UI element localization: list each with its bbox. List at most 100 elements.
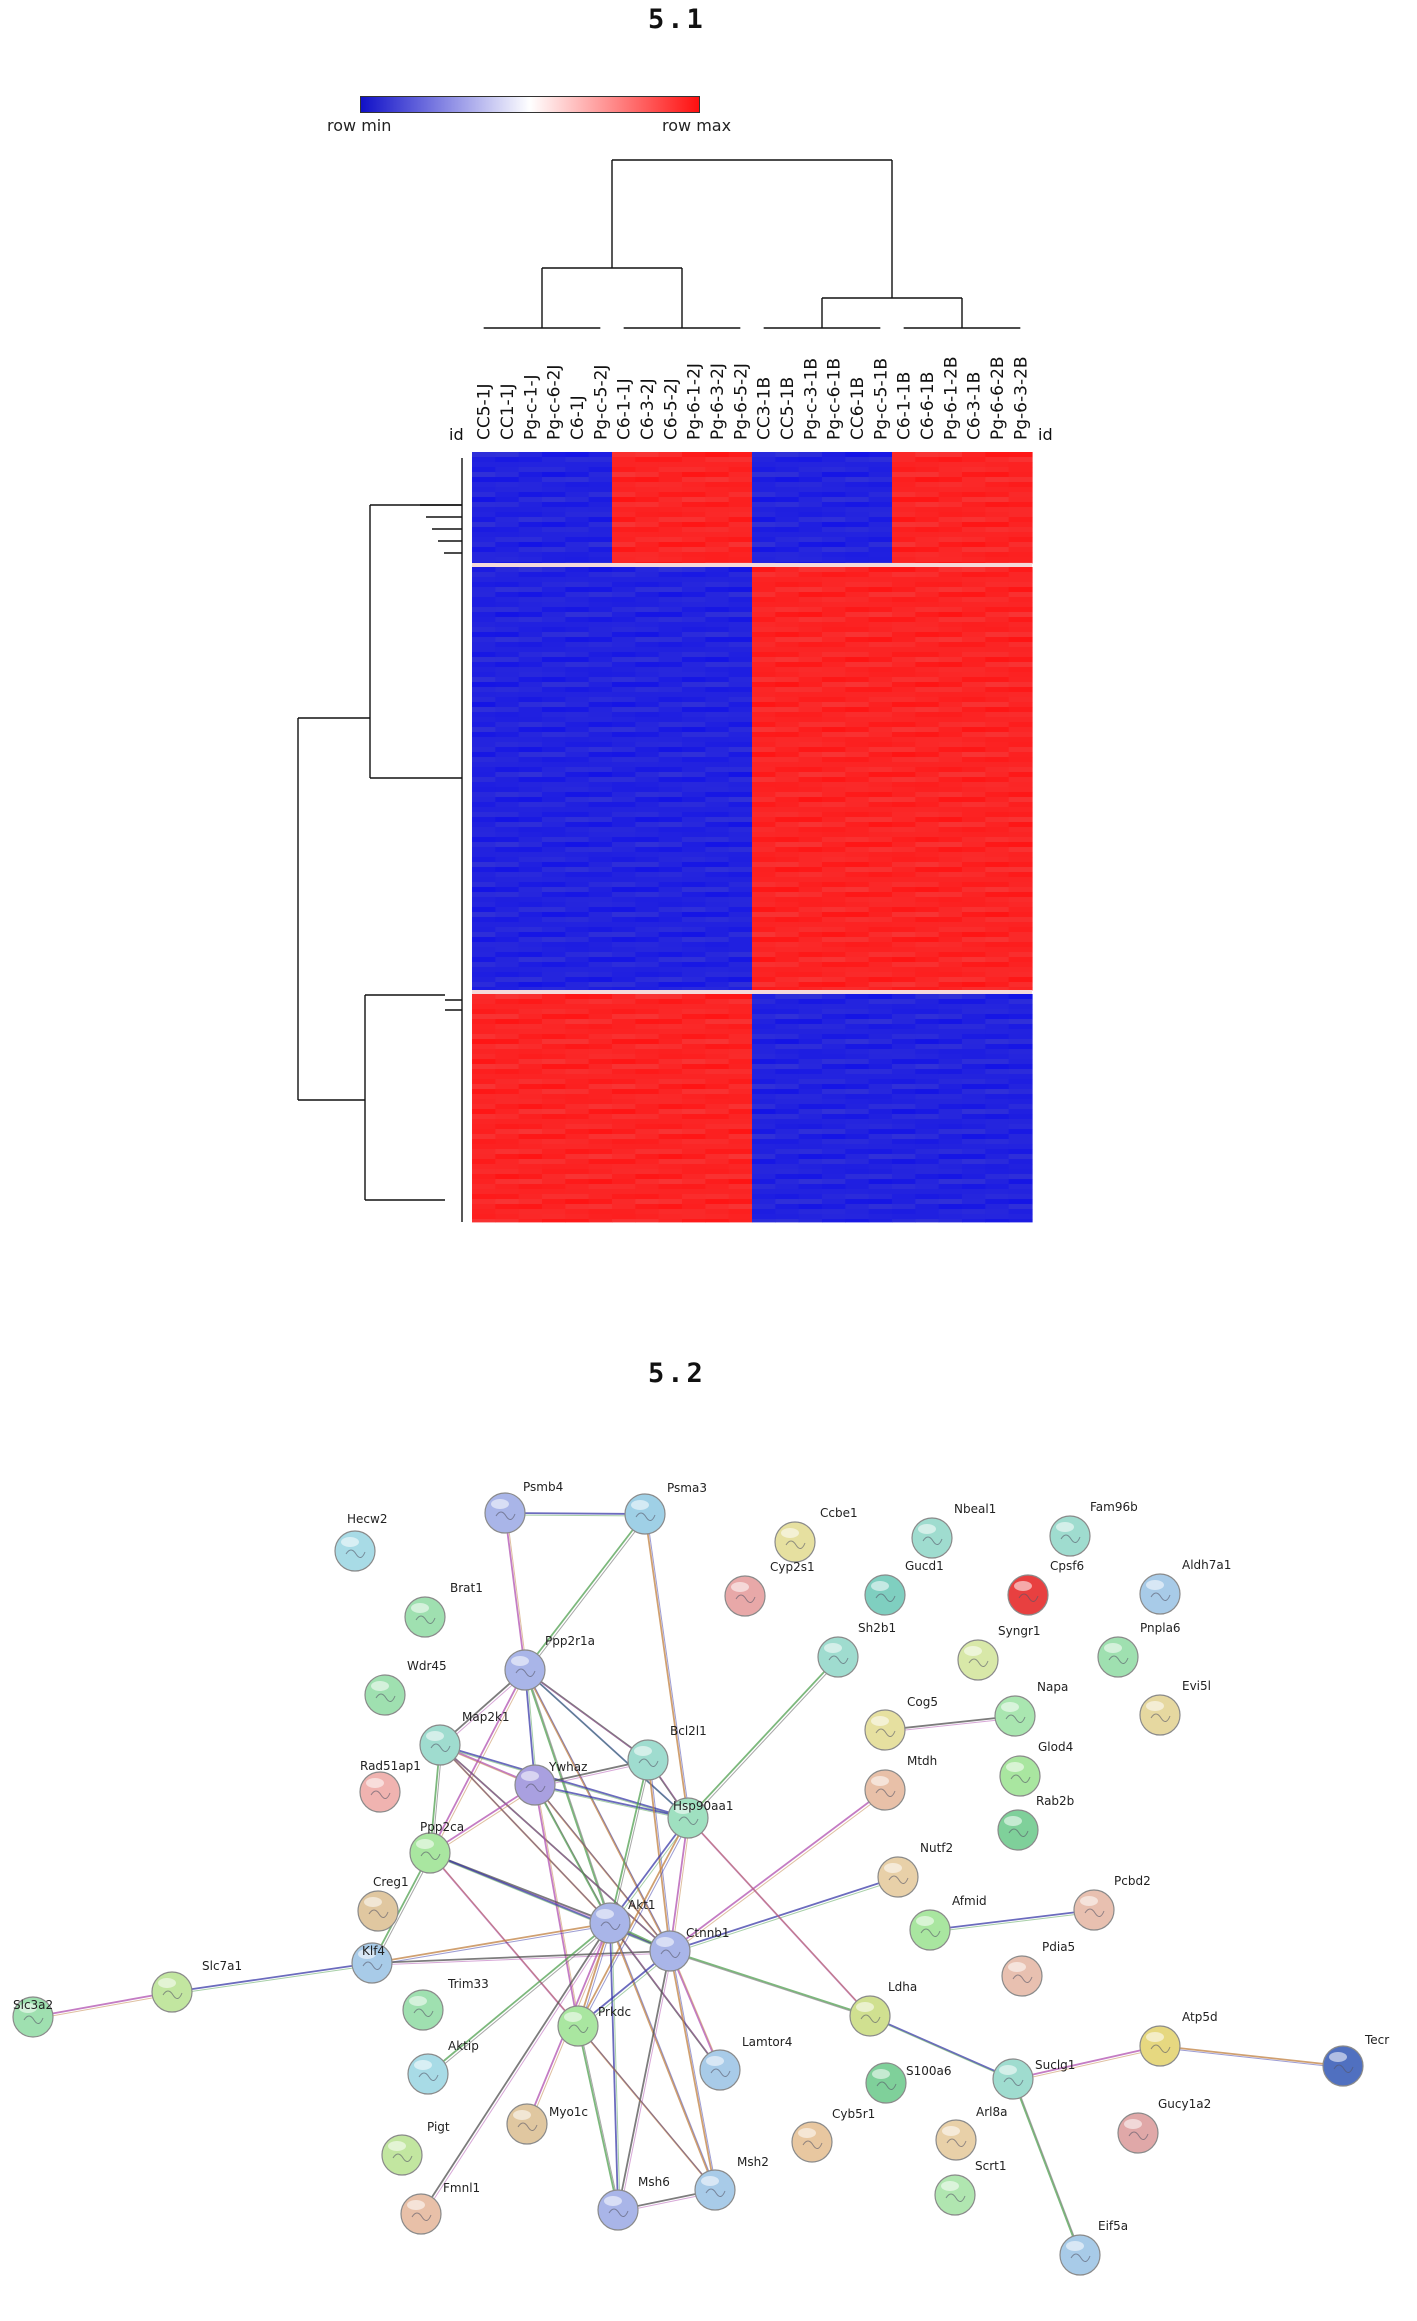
heatmap-cell: [728, 962, 753, 968]
heatmap-cell: [752, 507, 776, 513]
heatmap-cell: [635, 462, 660, 468]
heatmap-cell: [705, 737, 730, 743]
heatmap-cell: [962, 597, 986, 603]
heatmap-cell: [728, 532, 753, 538]
heatmap-cell: [892, 752, 916, 758]
heatmap-cell: [1008, 457, 1033, 463]
heatmap-cell: [682, 1214, 706, 1220]
heatmap-cell: [822, 652, 846, 658]
heatmap-cell: [752, 617, 776, 623]
heatmap-cell: [658, 942, 683, 948]
heatmap-cell: [915, 1004, 940, 1010]
heatmap-cell: [962, 572, 986, 578]
heatmap-cell: [752, 1014, 776, 1020]
heatmap-cell: [705, 842, 730, 848]
heatmap-cell: [658, 697, 683, 703]
heatmap-cell: [868, 582, 893, 588]
heatmap-cell: [588, 1009, 613, 1015]
heatmap-cell: [658, 712, 683, 718]
heatmap-cell: [985, 1084, 1010, 1090]
heatmap-cell: [705, 1179, 730, 1185]
heatmap-cell: [775, 1194, 800, 1200]
heatmap-cell: [822, 882, 846, 888]
heatmap-cell: [1008, 1089, 1033, 1095]
heatmap-cell: [612, 622, 636, 628]
heatmap-cell: [915, 692, 940, 698]
heatmap-cell: [728, 1069, 753, 1075]
gene-label: Msh6: [638, 2175, 670, 2189]
heatmap-cell: [495, 1144, 520, 1150]
heatmap-cell: [822, 1059, 846, 1065]
heatmap-cell: [612, 702, 636, 708]
heatmap-cell: [798, 1049, 823, 1055]
heatmap-cell: [728, 702, 753, 708]
heatmap-cell: [542, 782, 566, 788]
heatmap-cell: [472, 887, 496, 893]
heatmap-cell: [495, 662, 520, 668]
heatmap-cell: [915, 552, 940, 558]
heatmap-cell: [822, 697, 846, 703]
heatmap-cell: [892, 622, 916, 628]
heatmap-cell: [845, 477, 870, 483]
heatmap-cell: [472, 747, 496, 753]
heatmap-cell: [962, 777, 986, 783]
heatmap-cell: [472, 772, 496, 778]
heatmap-cell: [868, 677, 893, 683]
gene-label: Arl8a: [976, 2105, 1007, 2119]
heatmap-cell: [588, 802, 613, 808]
heatmap-cell: [518, 762, 543, 768]
network-edge: [579, 1819, 691, 2029]
heatmap-cell: [682, 822, 706, 828]
heatmap-cell: [682, 762, 706, 768]
node-sphere: [877, 1856, 919, 1898]
heatmap-cell: [752, 1029, 776, 1035]
heatmap-cell: [728, 767, 753, 773]
heatmap-cell: [822, 1029, 846, 1035]
heatmap-cell: [868, 807, 893, 813]
network-edge: [429, 1924, 613, 2077]
heatmap-cell: [798, 647, 823, 653]
heatmap-cell: [1008, 732, 1033, 738]
heatmap-cell: [588, 882, 613, 888]
heatmap-cell: [682, 1164, 706, 1170]
heatmap-cell: [542, 487, 566, 493]
heatmap-cell: [798, 1114, 823, 1120]
heatmap-cell: [938, 1179, 963, 1185]
heatmap-cell: [705, 1204, 730, 1210]
heatmap-cell: [962, 562, 986, 564]
heatmap-cell: [892, 597, 916, 603]
heatmap-cell: [938, 1114, 963, 1120]
heatmap-cell: [728, 887, 753, 893]
heatmap-cell: [775, 777, 800, 783]
heatmap-cell: [705, 1139, 730, 1145]
heatmap-cell: [518, 732, 543, 738]
heatmap-cell: [728, 982, 753, 988]
heatmap-cell: [962, 1169, 986, 1175]
heatmap-cell: [495, 1039, 520, 1045]
heatmap-cell: [682, 562, 706, 564]
heatmap-cell: [518, 1129, 543, 1135]
heatmap-cell: [798, 807, 823, 813]
heatmap-cell: [705, 1114, 730, 1120]
heatmap-cell: [752, 817, 776, 823]
heatmap-cell: [915, 532, 940, 538]
heatmap-cell: [775, 942, 800, 948]
heatmap-cell: [682, 962, 706, 968]
heatmap-cell: [518, 502, 543, 508]
node-highlight: [513, 2110, 531, 2120]
heatmap-cell: [962, 1184, 986, 1190]
network-edge: [644, 1513, 689, 1819]
gene-label: S100a6: [906, 2064, 952, 2078]
heatmap-cell: [915, 1124, 940, 1130]
heatmap-cell: [868, 492, 893, 498]
heatmap-cell: [635, 1054, 660, 1060]
heatmap-cell: [542, 632, 566, 638]
heatmap-cell: [612, 537, 636, 543]
heatmap-cell: [962, 552, 986, 558]
heatmap-cell: [658, 637, 683, 643]
heatmap-cell: [658, 822, 683, 828]
heatmap-cell: [845, 487, 870, 493]
network-edge: [687, 1656, 839, 1819]
heatmap-cell: [565, 472, 590, 478]
network-edge: [689, 1819, 873, 2019]
